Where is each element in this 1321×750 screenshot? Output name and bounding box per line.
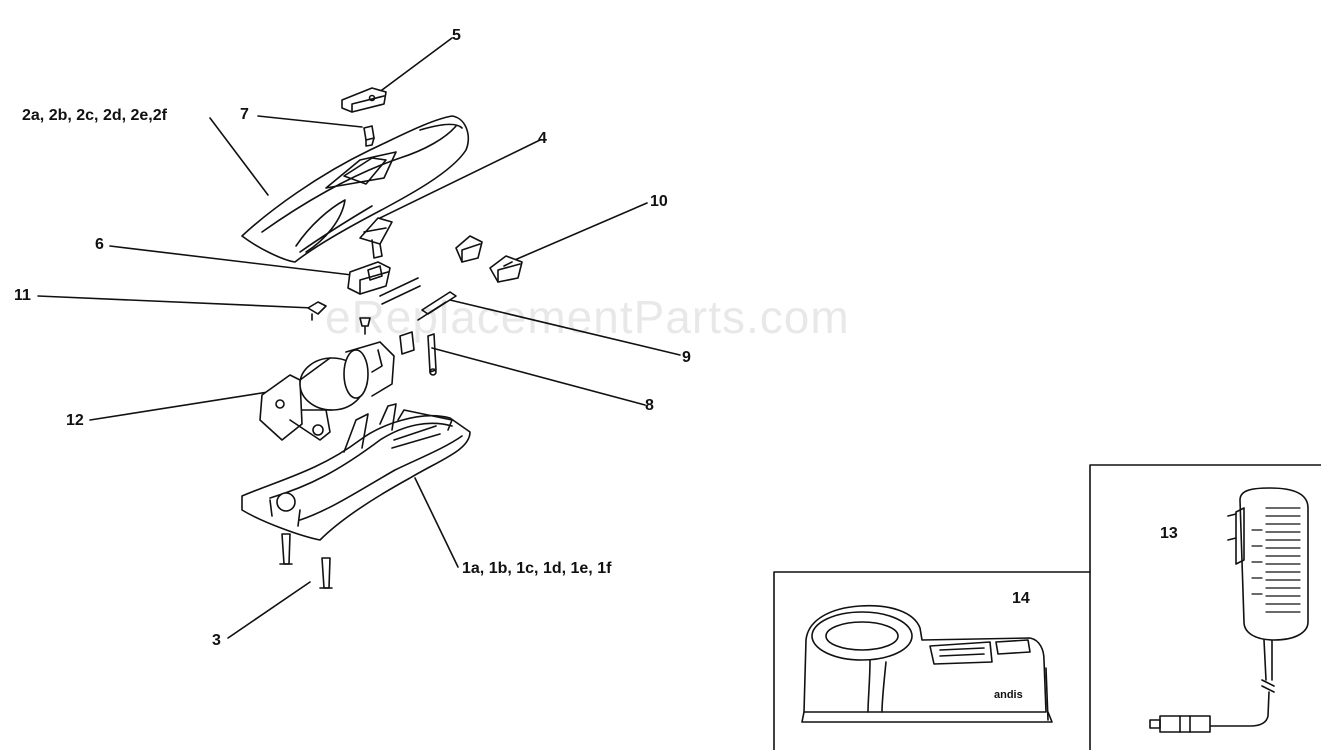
callout-5: 5	[452, 27, 461, 44]
callout-13: 13	[1160, 525, 1178, 542]
inset-frames	[773, 464, 1321, 750]
part-3-screws	[279, 533, 333, 589]
callout-11: 11	[14, 287, 31, 304]
part-5-latch	[341, 87, 387, 113]
callout-2: 2a, 2b, 2c, 2d, 2e,2f	[22, 107, 167, 124]
leader-lines	[37, 37, 681, 639]
callout-9: 9	[682, 349, 691, 366]
callout-10: 10	[650, 193, 668, 210]
part-2-top-housing	[241, 115, 470, 263]
part-1-bottom-housing	[241, 403, 471, 541]
charger-brand-logo: andis	[994, 689, 1023, 701]
part-9-contacts	[417, 291, 457, 321]
part-7-pin	[363, 125, 375, 147]
callout-6: 6	[95, 236, 104, 253]
part-13-adapter	[1149, 487, 1309, 733]
part-11-clip	[307, 301, 327, 321]
part-12-motor	[259, 341, 395, 441]
callout-7: 7	[240, 106, 249, 123]
part-14-charger	[801, 604, 1053, 723]
callout-3: 3	[212, 632, 221, 649]
callout-12: 12	[66, 412, 84, 429]
callout-14: 14	[1012, 590, 1030, 607]
part-8-connector	[399, 331, 437, 376]
part-6-switch-housing	[347, 261, 421, 305]
callout-1: 1a, 1b, 1c, 1d, 1e, 1f	[462, 560, 612, 577]
part-4-bracket	[359, 217, 393, 259]
callout-4: 4	[538, 130, 547, 147]
watermark: eReplacementParts.com	[325, 291, 850, 343]
small-screw	[359, 317, 371, 335]
part-10-switch	[455, 235, 523, 283]
callout-8: 8	[645, 397, 654, 414]
